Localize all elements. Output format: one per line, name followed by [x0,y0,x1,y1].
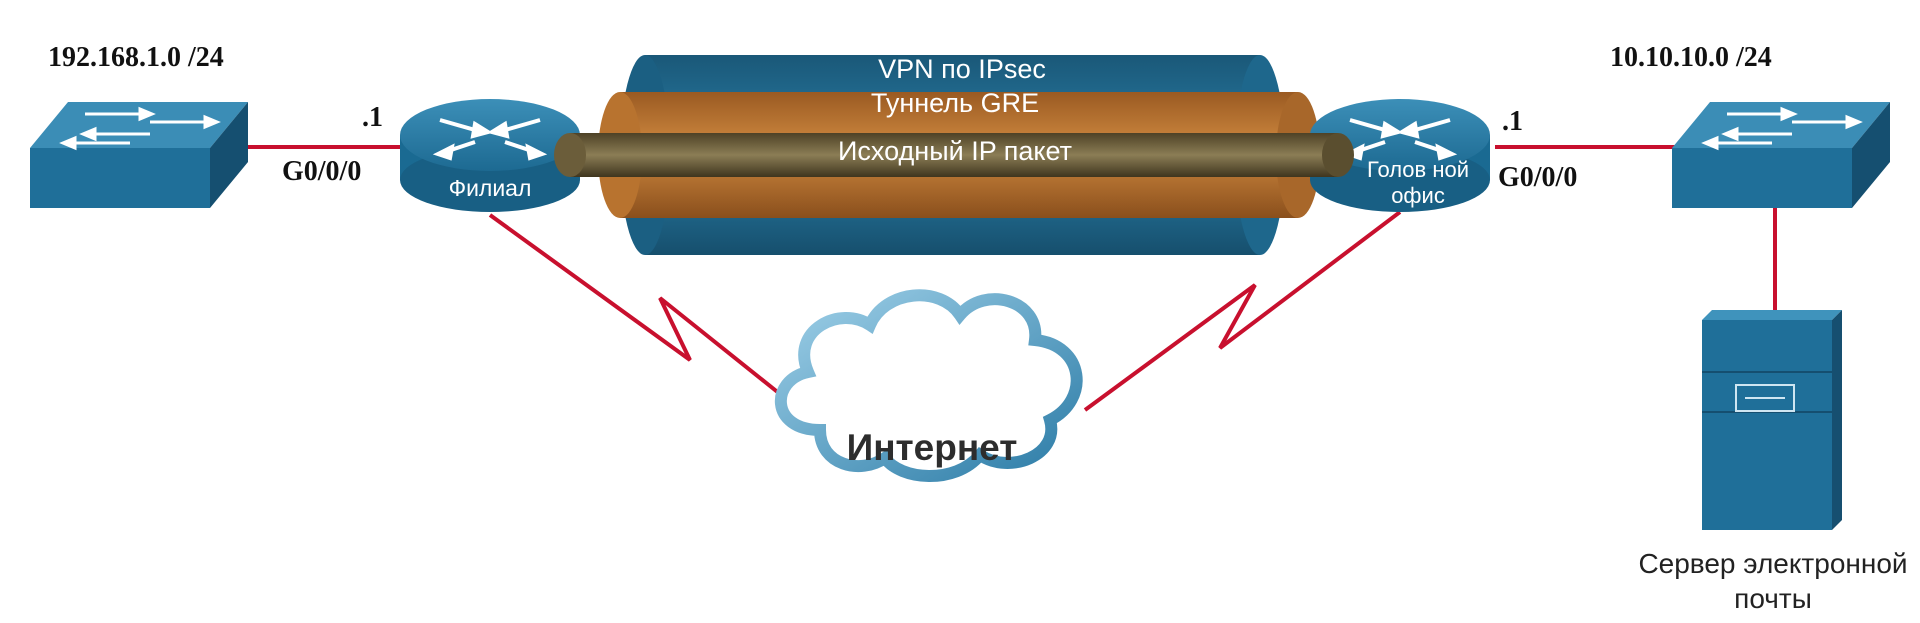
router-icon [1310,99,1490,212]
hq-interface-label: G0/0/0 [1498,162,1577,193]
network-links [248,145,1777,412]
router-icon [400,99,580,212]
branch-interface-label: G0/0/0 [282,156,361,187]
serial-link-hq-internet [1083,210,1402,412]
left-subnet-label: 192.168.1.0 /24 [48,42,224,73]
cloud-icon [775,289,1083,482]
hq-router-label-line2: офис [1391,183,1445,208]
switch-icon [1672,102,1890,208]
server-label-line2: почты [1734,583,1812,614]
hq-router-label-line1: Голов ной [1367,157,1469,182]
gre-tunnel-label: Туннель GRE [871,88,1039,118]
branch-ip-suffix: .1 [362,102,383,133]
hq-ip-suffix: .1 [1502,106,1523,137]
serial-link-branch-internet [488,213,802,412]
server-icon [1702,310,1842,530]
original-ip-packet-tube [554,133,1354,177]
ipsec-vpn-label: VPN по IPsec [878,54,1046,84]
right-subnet-label: 10.10.10.0 /24 [1610,42,1772,73]
branch-router-label: Филиал [449,175,532,201]
switch-icon [30,102,248,208]
internet-label: Интернет [847,427,1018,468]
server-label-line1: Сервер электронной [1638,548,1907,579]
original-packet-label: Исходный IP пакет [838,136,1072,166]
